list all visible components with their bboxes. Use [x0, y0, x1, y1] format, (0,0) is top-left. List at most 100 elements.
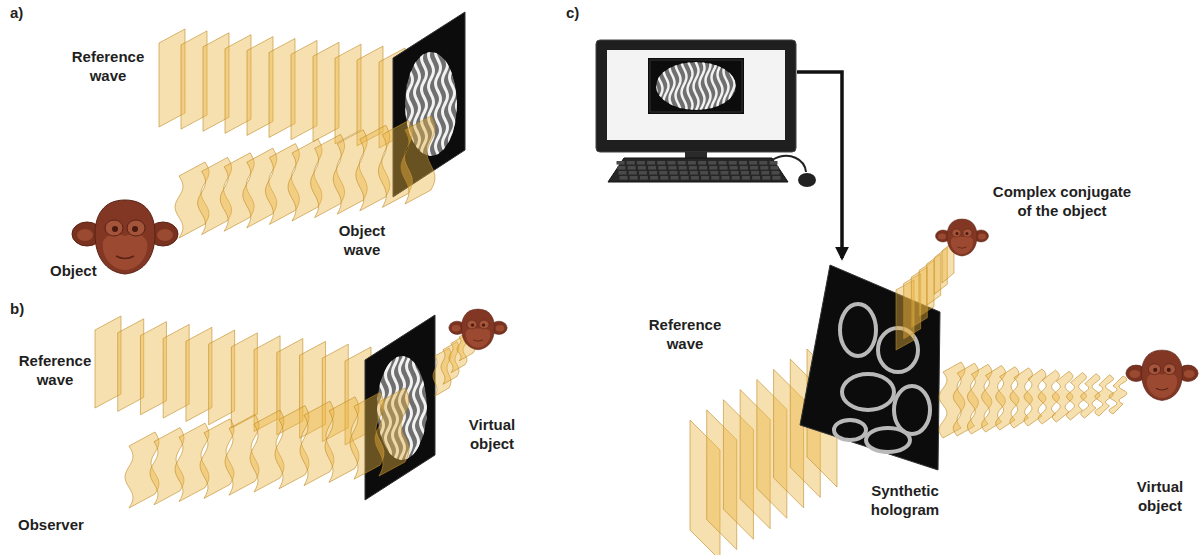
- fringe-line: [670, 62, 675, 110]
- keyboard-key: [762, 176, 770, 180]
- wave-front: [118, 319, 144, 412]
- keyboard-key: [639, 171, 647, 175]
- monkey-ear-inner: [157, 229, 173, 241]
- fringe-line: [694, 62, 699, 110]
- monkey-eye: [479, 320, 489, 329]
- keyboard-key: [721, 171, 729, 175]
- keyboard-key: [742, 176, 750, 180]
- keyboard-key: [690, 171, 698, 175]
- figure-label: Observer: [18, 516, 108, 535]
- keyboard-key: [680, 171, 688, 175]
- keyboard-key: [689, 166, 697, 170]
- hologram-plate: [316, 315, 489, 500]
- fringe-line: [478, 52, 483, 156]
- pattern-loop: [834, 420, 866, 440]
- keyboard-key: [679, 166, 687, 170]
- fringe-line: [457, 52, 462, 156]
- figure-label: Reference wave: [640, 316, 730, 354]
- keyboard-key: [628, 166, 636, 170]
- monitor-stand: [685, 152, 707, 158]
- monitor-frame: [596, 40, 796, 152]
- monkey-mouth: [1156, 388, 1168, 390]
- keyboard-key: [638, 166, 646, 170]
- fringe-line: [700, 62, 705, 110]
- fringe-line: [513, 52, 518, 156]
- conjugate-wave-c: [896, 241, 954, 350]
- keyboard-key: [670, 171, 678, 175]
- fringe-line: [712, 62, 717, 110]
- fringe-line: [760, 62, 765, 110]
- plate-surface: [650, 60, 742, 112]
- wave-front: [231, 333, 257, 428]
- keyboard: [608, 158, 788, 182]
- figure-label: Reference wave: [63, 48, 153, 86]
- fringe-line: [736, 62, 741, 110]
- keyboard-key: [720, 166, 728, 170]
- fringe-line: [463, 356, 468, 460]
- keyboard-key: [700, 171, 708, 175]
- keyboard-key: [678, 161, 686, 165]
- monkey-ear-inner: [452, 325, 461, 332]
- figure-label: Virtual object: [1125, 478, 1195, 516]
- fringe-line: [718, 62, 723, 110]
- monkey-face: [951, 236, 973, 254]
- keyboard-key: [731, 171, 739, 175]
- fringe-line: [471, 52, 476, 156]
- fringe-line: [754, 62, 759, 110]
- monkey-eye: [1148, 364, 1160, 375]
- keyboard-key: [761, 171, 769, 175]
- fringe-line: [646, 62, 651, 110]
- keyboard-key: [698, 161, 706, 165]
- fringe-line: [634, 62, 639, 110]
- panel-letter: a): [10, 4, 40, 23]
- wave-front: [186, 327, 212, 421]
- monkey-pupil: [1153, 368, 1157, 372]
- keyboard-key: [647, 161, 655, 165]
- monkey-eye: [105, 220, 123, 236]
- fringe-line: [421, 356, 426, 460]
- fringe-line: [742, 62, 747, 110]
- fringe-line: [724, 62, 729, 110]
- keyboard-key: [691, 176, 699, 180]
- fringe-line: [652, 62, 657, 110]
- keyboard-key: [750, 166, 758, 170]
- wave-front: [209, 330, 235, 425]
- monkey-eye: [952, 229, 961, 237]
- fringe-line: [485, 52, 490, 156]
- fringe-line: [428, 356, 433, 460]
- monkey-pupil: [482, 323, 485, 326]
- keyboard-key: [773, 176, 781, 180]
- keyboard-key: [648, 166, 656, 170]
- fringe-line: [436, 52, 441, 156]
- monkey-pupil: [1167, 368, 1171, 372]
- pattern-loop: [866, 428, 910, 452]
- monkey-mouth: [473, 340, 483, 341]
- monitor-screen: [607, 50, 785, 140]
- keyboard-key: [739, 161, 747, 165]
- keyboard-key: [701, 176, 709, 180]
- transfer-arrow: [797, 72, 842, 258]
- monkey-mouth: [116, 256, 134, 259]
- keyboard-key: [740, 166, 748, 170]
- monkey-skull: [1142, 350, 1183, 400]
- fringe-line: [766, 62, 771, 110]
- mouse-cable: [772, 156, 806, 172]
- keyboard-key: [637, 161, 645, 165]
- wave-front: [1109, 376, 1127, 414]
- keyboard-key: [760, 166, 768, 170]
- monkey-mouth: [958, 247, 967, 248]
- fringe-line: [443, 52, 448, 156]
- keyboard-key: [659, 171, 667, 175]
- fringe-line: [640, 62, 645, 110]
- monkey-ear-inner: [77, 229, 93, 241]
- fringe-line: [688, 62, 693, 110]
- keyboard-key: [741, 171, 749, 175]
- keyboard-key: [732, 176, 740, 180]
- keyboard-key: [699, 166, 707, 170]
- computer-icon: [596, 40, 816, 187]
- pattern-loop: [840, 304, 876, 356]
- keyboard-key: [709, 166, 717, 170]
- monkey-skull: [462, 309, 495, 350]
